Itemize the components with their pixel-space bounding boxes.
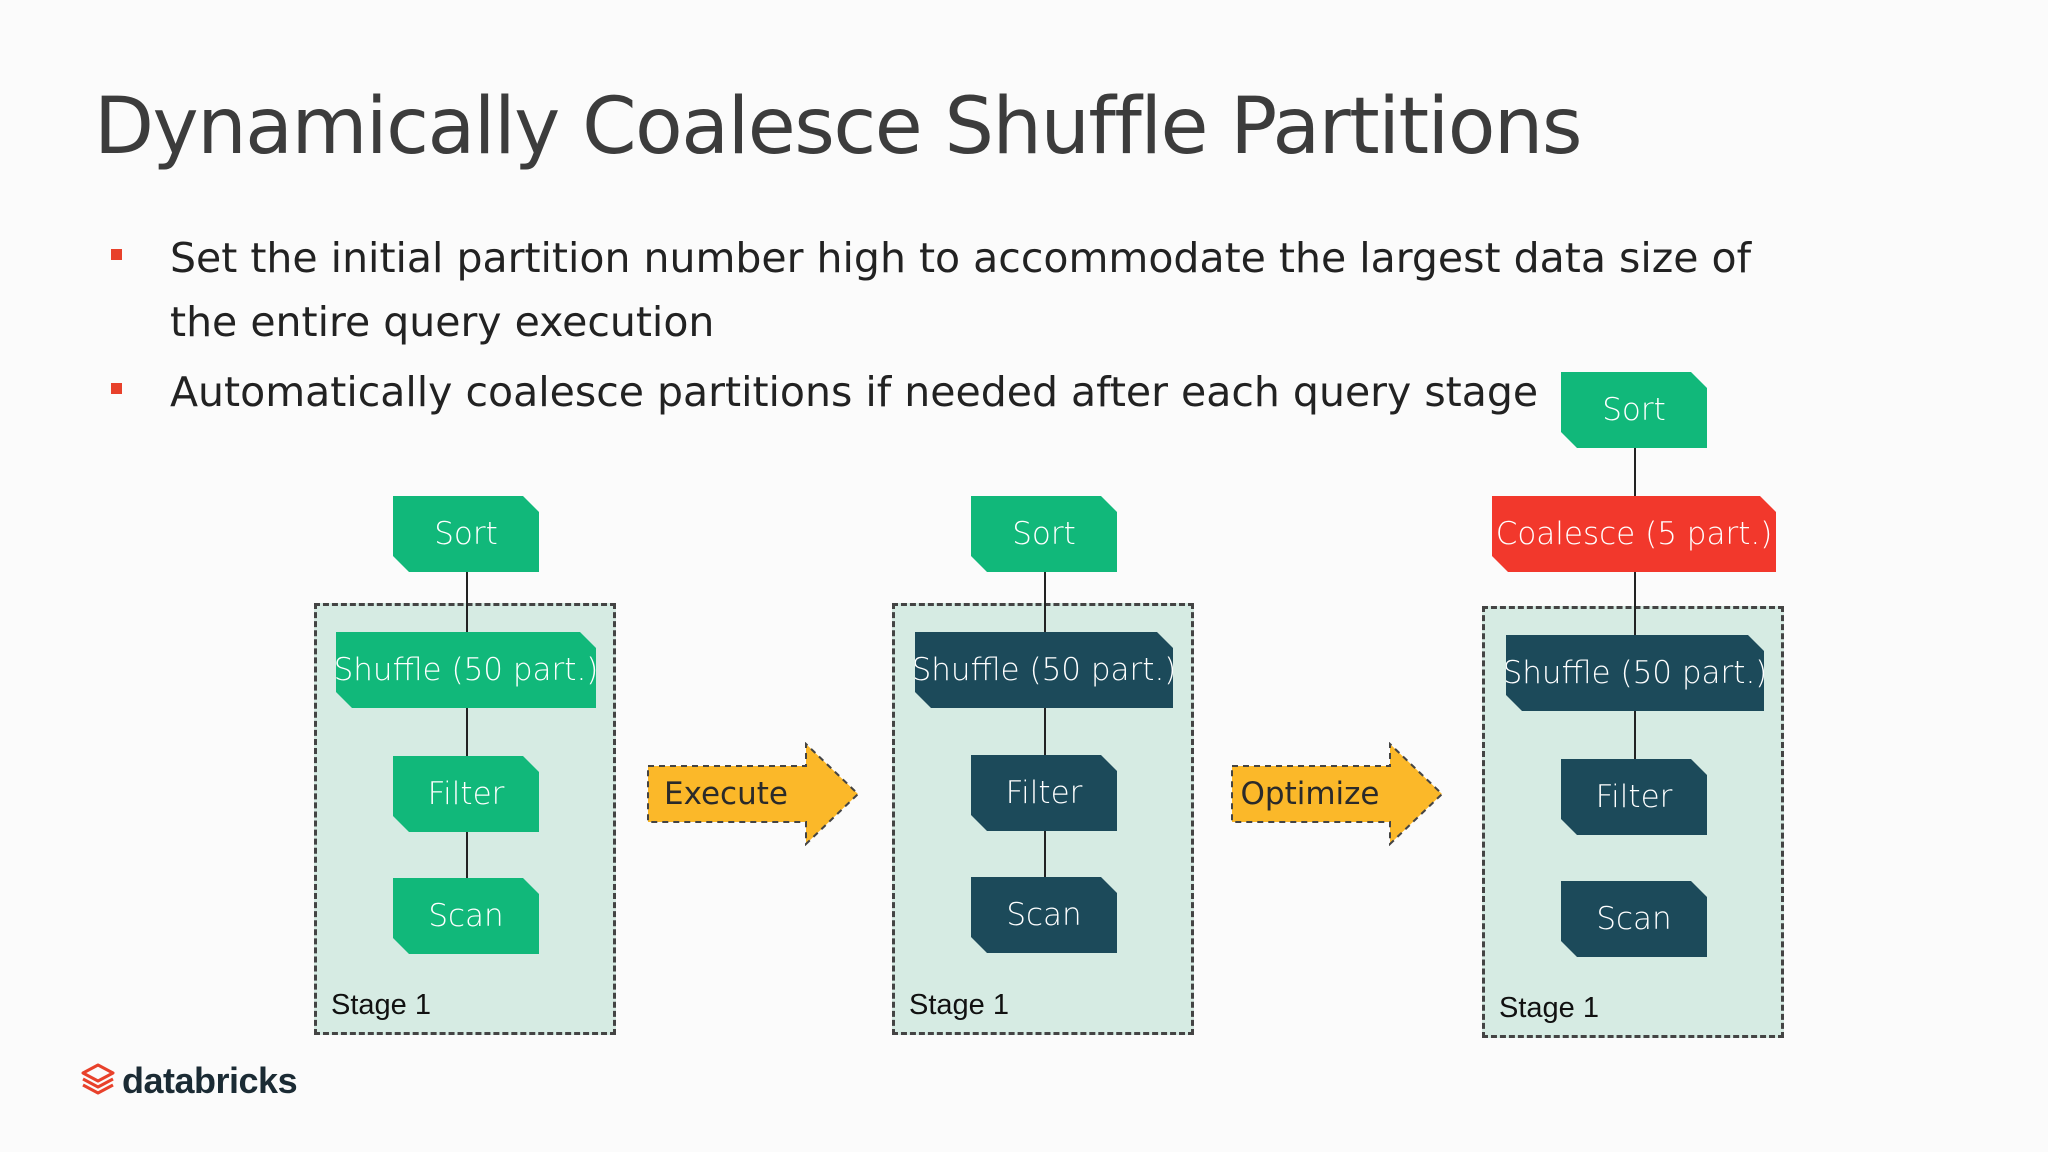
databricks-logo: databricks <box>80 1060 298 1102</box>
coalesce-node: Coalesce (5 part.) <box>1492 496 1776 572</box>
bullet-list: Set the initial partition number high to… <box>106 226 1806 430</box>
bullet-text: Set the initial partition number high to… <box>170 234 1752 346</box>
sort-node: Sort <box>393 496 539 572</box>
stage-label: Stage 1 <box>1499 992 1599 1024</box>
filter-node: Filter <box>971 755 1117 831</box>
scan-node: Scan <box>393 878 539 954</box>
arrow-label: Optimize <box>1240 776 1380 812</box>
filter-node: Filter <box>393 756 539 832</box>
connector-line <box>466 530 468 950</box>
bullet-text: Automatically coalesce partitions if nee… <box>170 368 1539 416</box>
filter-node: Filter <box>1561 759 1707 835</box>
sort-node: Sort <box>971 496 1117 572</box>
databricks-logo-icon <box>80 1061 116 1102</box>
bullet-item: Set the initial partition number high to… <box>106 226 1806 354</box>
arrow-shape <box>1231 742 1444 846</box>
stage-label: Stage 1 <box>909 989 1009 1021</box>
bullet-marker <box>111 383 122 394</box>
shuffle-node: Shuffle (50 part.) <box>336 632 596 708</box>
optimize-arrow: Optimize <box>1230 742 1444 846</box>
bullet-item: Automatically coalesce partitions if nee… <box>106 360 1806 424</box>
shuffle-node: Shuffle (50 part.) <box>915 632 1173 708</box>
logo-text: databricks <box>122 1060 298 1101</box>
slide-title: Dynamically Coalesce Shuffle Partitions <box>94 82 1583 172</box>
bullet-marker <box>111 249 122 260</box>
connector-line <box>1634 410 1636 810</box>
arrow-label: Execute <box>664 776 788 812</box>
execute-arrow: Execute <box>646 742 860 846</box>
scan-node: Scan <box>971 877 1117 953</box>
sort-node: Sort <box>1561 372 1707 448</box>
stage-label: Stage 1 <box>331 989 431 1021</box>
scan-node: Scan <box>1561 881 1707 957</box>
arrow-shape <box>647 742 860 846</box>
shuffle-node: Shuffle (50 part.) <box>1506 635 1764 711</box>
connector-line <box>1044 530 1046 920</box>
